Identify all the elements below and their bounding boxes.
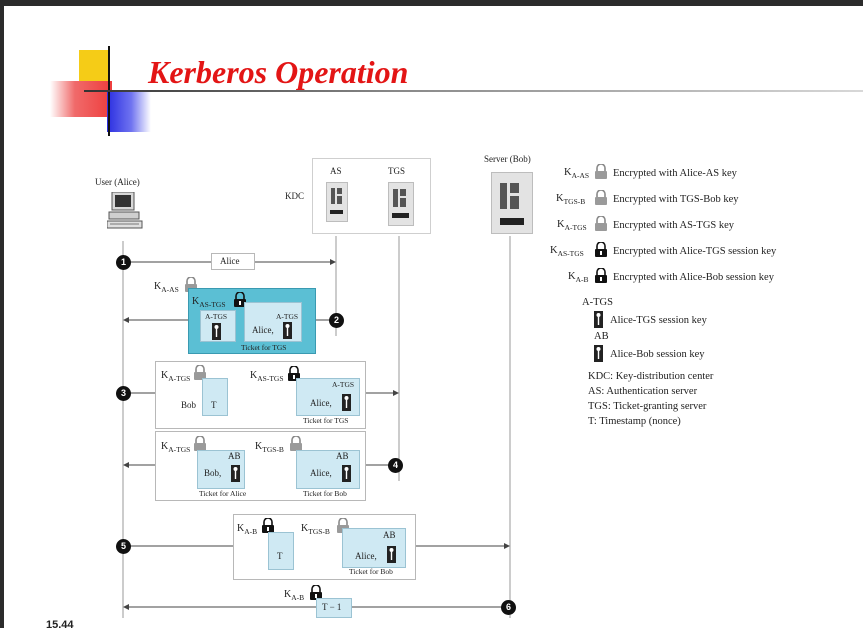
key-icon — [231, 465, 240, 482]
slide: Kerberos Operation User (Alice) — [4, 6, 863, 628]
step3-key2: KAS-TGS — [250, 370, 284, 383]
user-label: User (Alice) — [95, 177, 140, 187]
step5-t-label: T — [277, 551, 283, 561]
key-icon — [387, 546, 396, 563]
step5-ab-label: AB — [383, 530, 396, 540]
step6-response-box: T − 1 — [316, 598, 352, 618]
step5-timestamp-box — [268, 532, 294, 570]
lock-gray-icon — [595, 216, 607, 231]
key-icon — [283, 322, 292, 339]
legend-definitions: KDC: Key-distribution center AS: Authent… — [588, 371, 808, 442]
legend-session-label-2: AB — [594, 331, 609, 342]
legend-session-text-1: Alice-TGS session key — [610, 315, 707, 326]
definition-t: T: Timestamp (nonce) — [588, 416, 681, 427]
computer-icon — [106, 191, 143, 232]
step6-key: KA-B — [284, 589, 305, 602]
definition-as: AS: Authentication server — [588, 386, 698, 397]
step3-bob-label: Bob — [181, 400, 197, 410]
step4-ab-label-2: AB — [336, 451, 349, 461]
step4-bob-label: Bob, — [204, 468, 222, 478]
server-label: Server (Bob) — [484, 154, 531, 164]
legend-row: KTGS-B Encrypted with TGS-Bob key — [544, 190, 844, 210]
lock-gray-icon — [595, 190, 607, 205]
legend-row: KAS-TGS Encrypted with Alice-TGS session… — [544, 242, 844, 262]
lock-gray-icon — [595, 164, 607, 179]
tgs-label: TGS — [388, 166, 406, 176]
lock-gray-icon — [290, 436, 302, 451]
message-1-box: Alice — [211, 253, 255, 270]
step-1-badge: 1 — [116, 255, 131, 270]
legend-session-label-1: A-TGS — [582, 297, 613, 308]
lock-black-icon — [595, 242, 607, 257]
step3-key1: KA-TGS — [161, 370, 191, 383]
lock-black-icon — [595, 268, 607, 283]
page-number: 15.44 — [46, 619, 74, 628]
step2-outer-key: KA-AS — [154, 281, 179, 294]
step6-response-text: T − 1 — [322, 602, 342, 612]
step4-alice-label: Alice, — [310, 468, 332, 478]
legend-encryption: KA-AS Encrypted with Alice-AS key KTGS-B… — [544, 164, 844, 294]
step4-key1: KA-TGS — [161, 441, 191, 454]
definition-tgs: TGS: Ticket-granting server — [588, 401, 707, 412]
step-2-badge: 2 — [329, 313, 344, 328]
step2-key-label: A-TGS — [205, 312, 228, 321]
ticket-for-tgs-label: Ticket for TGS — [241, 343, 287, 352]
legend-row: KA-TGS Encrypted with AS-TGS key — [544, 216, 844, 236]
step3-ticket-alice: Alice, — [310, 398, 332, 408]
legend-session-text-2: Alice-Bob session key — [610, 349, 705, 360]
legend-session-keys: A-TGS Alice-TGS session key AB Alice-Bob… — [582, 297, 782, 368]
title-decoration — [4, 6, 863, 146]
tgs-server-icon — [388, 182, 414, 226]
ticket-for-alice-label: Ticket for Alice — [199, 489, 247, 498]
step-6-badge: 6 — [501, 600, 516, 615]
key-icon — [594, 345, 603, 362]
ticket-for-bob-box — [296, 450, 360, 489]
message-1-text: Alice — [220, 256, 240, 266]
bob-server-icon — [491, 172, 533, 234]
definition-kdc: KDC: Key-distribution center — [588, 371, 714, 382]
step4-ab-label-1: AB — [228, 451, 241, 461]
key-icon — [594, 311, 603, 328]
lock-gray-icon — [194, 436, 206, 451]
ticket-for-bob-label: Ticket for Bob — [303, 489, 347, 498]
legend-row: KA-AS Encrypted with Alice-AS key — [544, 164, 844, 184]
ticket-for-tgs-box — [244, 302, 302, 342]
slide-title: Kerberos Operation — [148, 54, 409, 90]
step3-ticket-label: Ticket for TGS — [303, 416, 349, 425]
step-5-badge: 5 — [116, 539, 131, 554]
ticket-alice-label: Alice, — [252, 325, 274, 335]
as-label: AS — [330, 166, 342, 176]
step3-ticket-key-label: A-TGS — [332, 380, 355, 389]
key-icon — [342, 394, 351, 411]
step5-alice-label: Alice, — [355, 551, 377, 561]
step5-ticket-box — [342, 528, 406, 568]
key-icon — [342, 465, 351, 482]
step4-key2: KTGS-B — [255, 441, 284, 454]
step-3-badge: 3 — [116, 386, 131, 401]
kdc-label: KDC — [285, 191, 305, 201]
lock-black-icon — [262, 518, 274, 533]
step5-ticket-label: Ticket for Bob — [349, 567, 393, 576]
as-server-icon — [326, 182, 348, 222]
step3-t-label: T — [211, 400, 217, 410]
step-4-badge: 4 — [388, 458, 403, 473]
legend-row: KA-B Encrypted with Alice-Bob session ke… — [544, 268, 844, 288]
lock-black-icon — [234, 292, 246, 307]
step2-inner-key: KAS-TGS — [192, 296, 226, 309]
step3-timestamp-box — [202, 378, 228, 416]
key-icon — [212, 323, 221, 340]
step5-key2: KTGS-B — [301, 523, 330, 536]
step5-key1: KA-B — [237, 523, 258, 536]
ticket-key-label: A-TGS — [276, 312, 299, 321]
